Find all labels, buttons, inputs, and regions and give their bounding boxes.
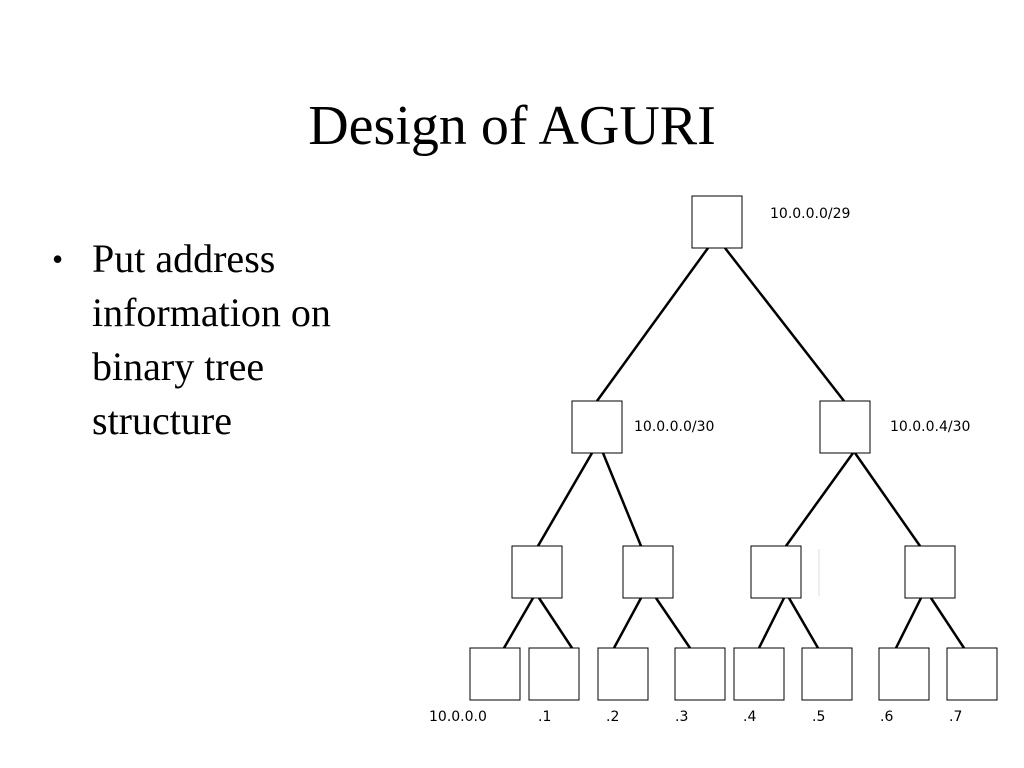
node-leaf-0 xyxy=(469,647,521,701)
node-leaf-3 xyxy=(674,647,726,701)
label-leaf-6: .6 xyxy=(880,709,893,725)
edge-l2d-leaf7 xyxy=(929,597,966,649)
node-leaf-4 xyxy=(733,647,785,701)
edge-l2a-leaf1 xyxy=(537,597,574,649)
edge-l1b-l2d xyxy=(853,452,922,547)
label-leaf-3: .3 xyxy=(675,709,688,725)
label-leaf-0: 10.0.0.0 xyxy=(429,709,487,725)
edge-l2b-leaf2 xyxy=(612,597,643,649)
edge-l1a-l2a xyxy=(536,452,594,547)
slide-title: Design of AGURI xyxy=(308,95,716,157)
tree-nodes xyxy=(469,195,998,701)
edge-l2a-leaf0 xyxy=(502,597,535,649)
node-l1-right xyxy=(819,400,871,454)
label-l1-left: 10.0.0.0/30 xyxy=(634,419,714,435)
label-leaf-2: .2 xyxy=(606,709,619,725)
label-leaf-4: .4 xyxy=(743,709,756,725)
tree-edges xyxy=(502,247,966,649)
bullet-list: • Put address information on binary tree… xyxy=(52,232,392,448)
bullet-item: • Put address information on binary tree… xyxy=(52,232,392,448)
edge-root-left xyxy=(595,247,710,402)
edge-l1a-l2b xyxy=(601,452,643,547)
node-l2-c xyxy=(750,545,802,599)
node-root xyxy=(691,195,743,249)
label-root: 10.0.0.0/29 xyxy=(770,206,850,222)
node-l2-b xyxy=(622,545,674,599)
label-l1-right: 10.0.0.4/30 xyxy=(890,419,970,435)
node-l1-left xyxy=(571,400,623,454)
label-leaf-1: .1 xyxy=(538,709,551,725)
label-leaf-7: .7 xyxy=(949,709,962,725)
edge-root-right xyxy=(724,247,845,402)
node-leaf-6 xyxy=(878,647,930,701)
bullet-text: Put address information on binary tree s… xyxy=(92,236,331,443)
node-leaf-5 xyxy=(801,647,853,701)
edge-l2d-leaf6 xyxy=(894,597,923,649)
node-leaf-7 xyxy=(946,647,998,701)
edge-l2c-leaf4 xyxy=(757,597,786,649)
node-l2-d xyxy=(904,545,956,599)
node-l2-a xyxy=(511,545,563,599)
bullet-dot-icon: • xyxy=(52,241,64,277)
edge-l2b-leaf3 xyxy=(654,597,692,649)
edge-l1b-l2c xyxy=(784,452,855,547)
node-leaf-1 xyxy=(528,647,580,701)
node-leaf-2 xyxy=(597,647,649,701)
edge-l2c-leaf5 xyxy=(787,597,820,649)
label-leaf-5: .5 xyxy=(812,709,825,725)
